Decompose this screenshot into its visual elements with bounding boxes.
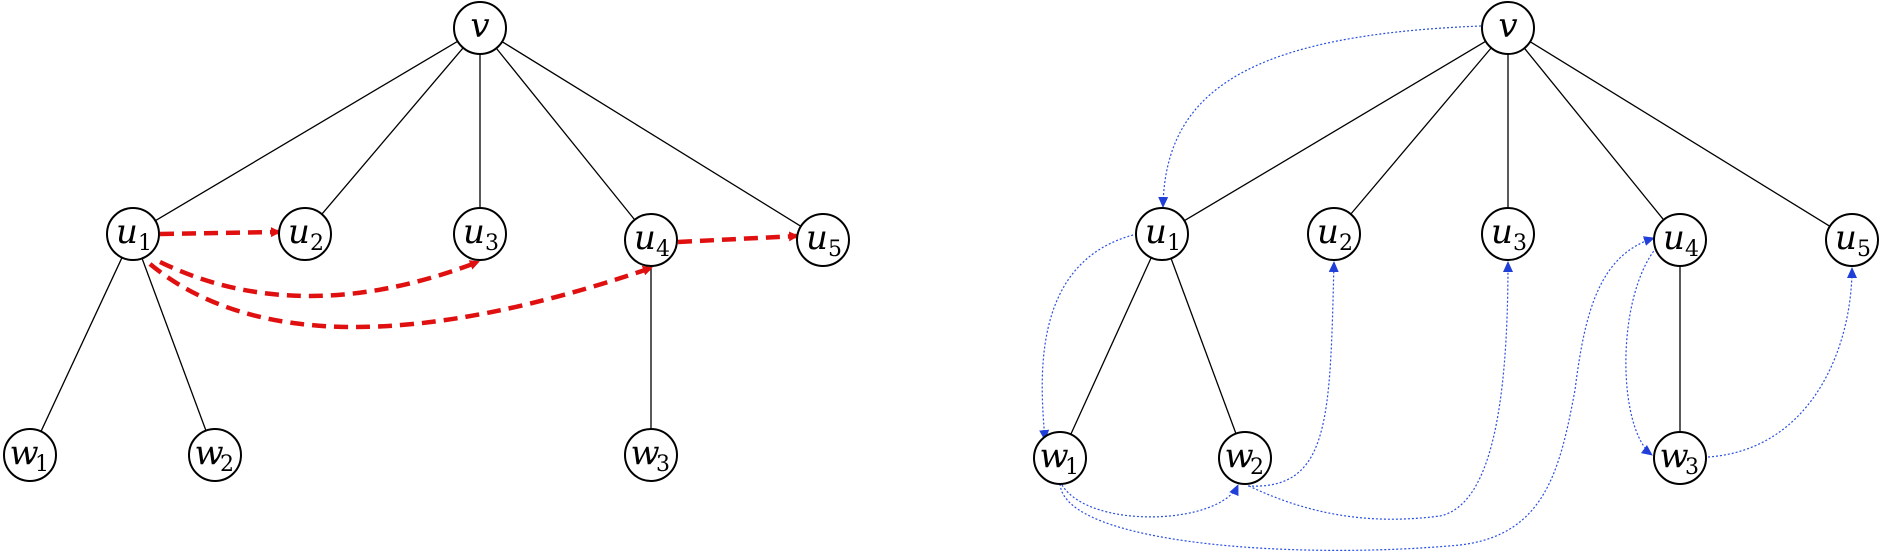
left-tree-node-w1-label: w xyxy=(9,433,38,473)
right-tree-node-w3-subscript: 3 xyxy=(1685,455,1699,480)
right-tree-node-v-label: v xyxy=(1498,6,1517,46)
right-tree-node-u4-label: u xyxy=(1663,218,1685,258)
right-tree-arrow-w3-to-u5 xyxy=(1707,267,1857,458)
left-tree-node-u2-subscript: 2 xyxy=(310,231,324,256)
right-tree-node-w1-subscript: 1 xyxy=(1065,455,1079,480)
left-tree-node-w1-subscript: 1 xyxy=(35,452,49,477)
left-tree-node-w2-circle xyxy=(188,428,242,482)
right-tree-node-u5-circle xyxy=(1825,213,1879,267)
right-tree-node-w3-label: w xyxy=(1659,436,1688,476)
left-tree-node-w3: w3 xyxy=(624,428,678,482)
right-tree-edge-u1-w1 xyxy=(1070,257,1152,435)
left-tree-arrow-u1-to-u2 xyxy=(159,227,281,238)
right-tree-node-u1-label: u xyxy=(1145,212,1167,252)
left-tree-node-u3-label: u xyxy=(463,212,485,252)
left-tree-node-v-circle xyxy=(453,1,507,55)
right-tree-edge-v-u4 xyxy=(1523,47,1665,221)
left-tree-node-w2: w2 xyxy=(188,428,242,482)
left-tree-edge-u1-w2 xyxy=(141,258,207,431)
left-tree-node-u4-circle xyxy=(624,213,678,267)
left-tree-node-u5-label: u xyxy=(806,218,828,258)
right-tree-edge-v-u5 xyxy=(1529,41,1831,227)
right-tree-node-w2-circle xyxy=(1218,431,1272,485)
right-tree-arrow-v-to-u1 xyxy=(1158,25,1482,208)
left-tree-node-w2-label: w xyxy=(194,433,223,473)
left-tree-arrow-u1-to-u3 xyxy=(159,259,480,299)
right-tree-node-u1-subscript: 1 xyxy=(1167,231,1181,256)
right-tree-edge-u1-w2 xyxy=(1170,258,1237,434)
right-tree-node-w2: w2 xyxy=(1218,431,1272,485)
right-tree-node-u5-label: u xyxy=(1835,218,1857,258)
right-tree-node-u2-circle xyxy=(1307,207,1361,261)
left-tree-edge-v-u4 xyxy=(495,47,636,221)
left-tree-node-u2-circle xyxy=(278,207,332,261)
right-tree-arrow-u4-to-w3 xyxy=(1625,247,1657,456)
right-tree-node-u2-subscript: 2 xyxy=(1339,231,1353,256)
right-tree-arrow-w1-to-u4 xyxy=(1059,236,1655,551)
right-tree-arrow-w1-to-w2 xyxy=(1061,484,1239,518)
left-tree-node-u1-circle xyxy=(106,207,160,261)
left-tree-node-u1-label: u xyxy=(116,212,138,252)
left-tree-node-u3-subscript: 3 xyxy=(485,231,499,256)
left-tree-node-w3-circle xyxy=(624,428,678,482)
right-tree-node-w1-circle xyxy=(1033,431,1087,485)
right-tree-node-u1-circle xyxy=(1135,207,1189,261)
left-tree-node-w2-subscript: 2 xyxy=(220,452,234,477)
right-tree-node-w2-subscript: 2 xyxy=(1250,455,1264,480)
left-tree-node-u4-subscript: 4 xyxy=(656,237,670,262)
right-tree-arrow-w2-to-u2 xyxy=(1247,261,1339,487)
left-tree-edge-v-u2 xyxy=(321,47,464,215)
left-tree-node-w1-circle xyxy=(3,428,57,482)
left-tree-edge-v-u1 xyxy=(155,40,458,222)
left-tree-node-u3-circle xyxy=(453,207,507,261)
right-tree-arrow-w2-to-u3 xyxy=(1248,261,1513,520)
right-tree-node-w1: w1 xyxy=(1033,431,1087,485)
right-tree-edge-v-u1 xyxy=(1184,40,1486,222)
left-tree-node-w1: w1 xyxy=(3,428,57,482)
right-tree-arrow-u1-to-w1 xyxy=(1039,233,1138,441)
right-tree-edge-v-u2 xyxy=(1350,47,1492,215)
left-tree-node-w3-subscript: 3 xyxy=(656,452,670,477)
right-tree-node-u3-subscript: 3 xyxy=(1513,231,1527,256)
left-tree-node-u5-circle xyxy=(796,213,850,267)
right-tree-node-w3-circle xyxy=(1653,431,1707,485)
left-tree-node-u1-subscript: 1 xyxy=(138,231,152,256)
right-tree-node-w2-label: w xyxy=(1224,436,1253,476)
right-tree-node-v-circle xyxy=(1481,1,1535,55)
left-tree-node-v: v xyxy=(453,1,507,55)
right-tree-node-u4-circle xyxy=(1653,213,1707,267)
right-tree-node-w3: w3 xyxy=(1653,431,1707,485)
right-tree-node-u2-label: u xyxy=(1317,212,1339,252)
left-tree-arrow-u4-to-u5 xyxy=(677,231,799,245)
right-tree-node-u4-subscript: 4 xyxy=(1685,237,1699,262)
left-tree-edge-v-u5 xyxy=(501,41,802,227)
right-tree-node-u3-circle xyxy=(1481,207,1535,261)
left-tree-node-u2-label: u xyxy=(288,212,310,252)
right-tree-node-u3-label: u xyxy=(1491,212,1513,252)
right-tree-node-u5-subscript: 5 xyxy=(1857,237,1871,262)
left-tree-arrow-u1-to-u4 xyxy=(148,262,653,330)
left-tree-node-w3-label: w xyxy=(630,433,659,473)
left-tree-edge-u1-w1 xyxy=(40,257,123,432)
left-tree-node-u4-label: u xyxy=(634,218,656,258)
left-tree-node-v-label: v xyxy=(470,6,489,46)
right-tree-node-w1-label: w xyxy=(1039,436,1068,476)
left-tree-node-u5-subscript: 5 xyxy=(828,237,842,262)
right-tree-node-v: v xyxy=(1481,1,1535,55)
